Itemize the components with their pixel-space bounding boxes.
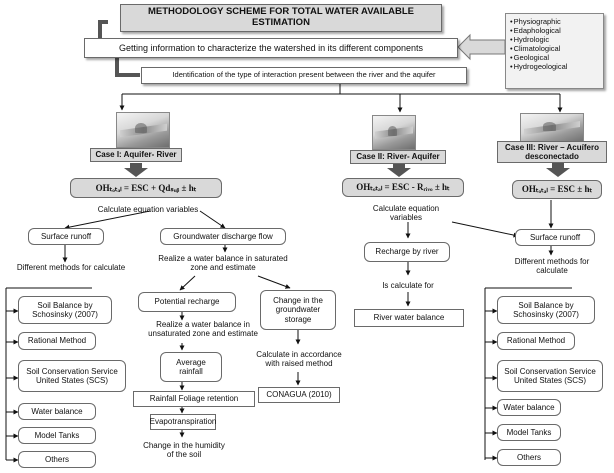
case3-method-schosinsky: Soil Balance by Schosinsky (2007): [497, 296, 595, 324]
component-item: Hydrogeological: [510, 62, 599, 71]
case1-conagua: CONAGUA (2010): [258, 387, 340, 403]
case1-method-others: Others: [18, 451, 96, 468]
case1-evapotranspiration: Evapotranspiration: [150, 414, 216, 430]
component-item: Geological: [510, 53, 599, 62]
case3-method-rational: Rational Method: [497, 332, 575, 350]
case1-average-rainfall: Average rainfall: [160, 352, 222, 382]
case1-realize-unsaturated: Realize a water balance in unsaturated z…: [148, 320, 258, 339]
case2-label: Case II: River- Aquifer: [350, 150, 446, 164]
case1-method-water-balance: Water balance: [18, 403, 96, 420]
case3-method-water-balance: Water balance: [497, 399, 561, 416]
case2-recharge-by-river: Recharge by river: [364, 242, 450, 262]
case2-equation: OHₜₒₜₐₗ = ESC - Rᵣᵢᵥₒ ± hₜ: [342, 178, 464, 197]
case1-realize-saturated: Realize a water balance in saturated zon…: [158, 254, 288, 273]
case1-method-schosinsky: Soil Balance by Schosinsky (2007): [18, 296, 112, 324]
case3-illustration: [520, 113, 584, 143]
case3-surface-runoff: Surface runoff: [515, 229, 595, 246]
identification-step: Identification of the type of interactio…: [141, 67, 467, 84]
case1-surface-runoff: Surface runoff: [28, 228, 104, 245]
case1-foliage-retention: Rainfall Foliage retention: [133, 391, 255, 407]
component-item: Hydrologic: [510, 35, 599, 44]
component-item: Edaphological: [510, 26, 599, 35]
case3-label: Case III: River – Acuífero desconectado: [497, 141, 607, 163]
case1-label: Case I: Aquifer- River: [90, 148, 182, 162]
case1-method-model-tanks: Model Tanks: [18, 427, 96, 444]
case2-illustration: [372, 115, 416, 150]
case1-equation: OHₜₒₜₐₗ = ESC + Qdₛᵤᵦ ± hₜ: [70, 178, 222, 198]
case3-equation: OHₜₒₜₐₗ = ESC ± hₜ: [512, 180, 602, 199]
case1-illustration: [116, 112, 170, 148]
case1-calc-vars: Calculate equation variables: [97, 205, 199, 214]
components-list: Physiographic Edaphological Hydrologic C…: [505, 13, 604, 89]
case1-method-rational: Rational Method: [18, 332, 96, 350]
case2-river-balance: River water balance: [354, 309, 464, 327]
case1-potential-recharge: Potential recharge: [138, 292, 236, 312]
case3-method-model-tanks: Model Tanks: [497, 424, 561, 441]
diagram-title: METHODOLOGY SCHEME FOR TOTAL WATER AVAIL…: [120, 4, 442, 32]
case1-storage-change: Change in the groundwater storage: [260, 290, 336, 330]
component-item: Climatological: [510, 44, 599, 53]
case1-humidity-change: Change in the humidity of the soil: [143, 441, 225, 460]
case1-calc-accordance: Calculate in accordance with raised meth…: [256, 350, 342, 369]
case1-different-methods: Different methods for calculate: [16, 263, 126, 272]
info-step: Getting information to characterize the …: [84, 38, 458, 58]
case2-calculate-for: Is calculate for: [382, 281, 434, 290]
case1-groundwater-discharge: Groundwater discharge flow: [160, 228, 286, 245]
case2-calc-vars: Calculate equation variables: [372, 204, 440, 223]
case3-method-others: Others: [497, 449, 561, 466]
case1-method-scs: Soil Conservation Service United States …: [18, 360, 126, 392]
component-item: Physiographic: [510, 17, 599, 26]
case3-different-methods: Different methods for calculate: [514, 257, 590, 276]
case3-method-scs: Soil Conservation Service United States …: [497, 360, 603, 392]
